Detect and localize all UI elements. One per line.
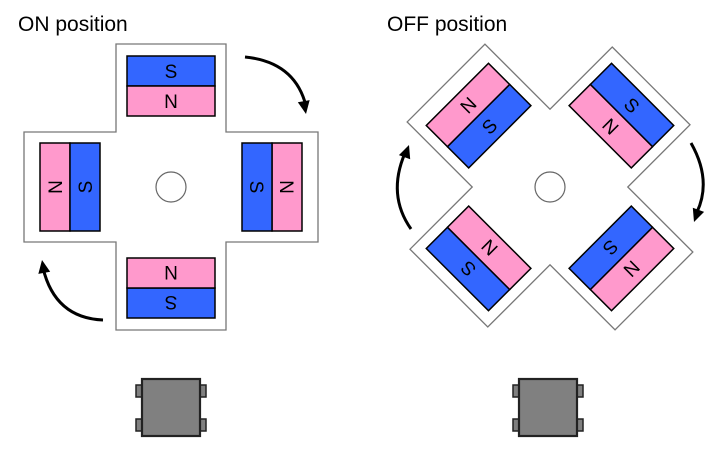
pole-label: N [275, 180, 296, 194]
rotation-arrow [689, 142, 705, 213]
arrow-head-icon [38, 260, 51, 274]
magnet: NS [568, 205, 675, 312]
off-panel: SN NS SN NS [395, 43, 705, 438]
magnet-pole-n [568, 83, 654, 169]
magnet-pole-s [126, 287, 216, 319]
iron-block [135, 377, 207, 438]
rotation-arrow [41, 267, 104, 322]
magnet-pole-s [69, 142, 101, 232]
arrow-head-icon [398, 145, 411, 160]
pole-label: S [165, 62, 178, 83]
magnet-holder-frame [406, 43, 694, 331]
iron-block [512, 377, 584, 438]
magnet: NS [241, 142, 303, 232]
arrow-head-icon [297, 100, 310, 114]
magnet: SN [425, 205, 532, 312]
magnet: SN [568, 62, 675, 169]
on-position-title: ON position [18, 13, 128, 36]
pole-label: N [164, 261, 178, 282]
pole-label: N [164, 92, 178, 113]
magnet: SN [126, 55, 216, 117]
magnet: SN [126, 257, 216, 319]
pivot-hole [534, 171, 566, 203]
magnet-pole-s [241, 142, 273, 232]
magnet-pole-n [446, 205, 532, 291]
rotation-arrow [244, 55, 308, 107]
magnet-pole-s [126, 55, 216, 87]
off-position-title: OFF position [387, 13, 508, 36]
pole-label: S [245, 181, 266, 194]
pole-label: S [76, 181, 97, 194]
magnet-pole-s [446, 83, 532, 169]
arrow-head-icon [692, 207, 705, 222]
magnet-pole-s [568, 205, 654, 291]
pole-label: S [165, 291, 178, 312]
magnet-pole-n [126, 85, 216, 117]
pole-label: N [46, 180, 67, 194]
pivot-hole [155, 171, 187, 203]
magnet-pole-n [126, 257, 216, 289]
rotation-arrow [395, 152, 413, 230]
magnet: NS [425, 62, 532, 169]
